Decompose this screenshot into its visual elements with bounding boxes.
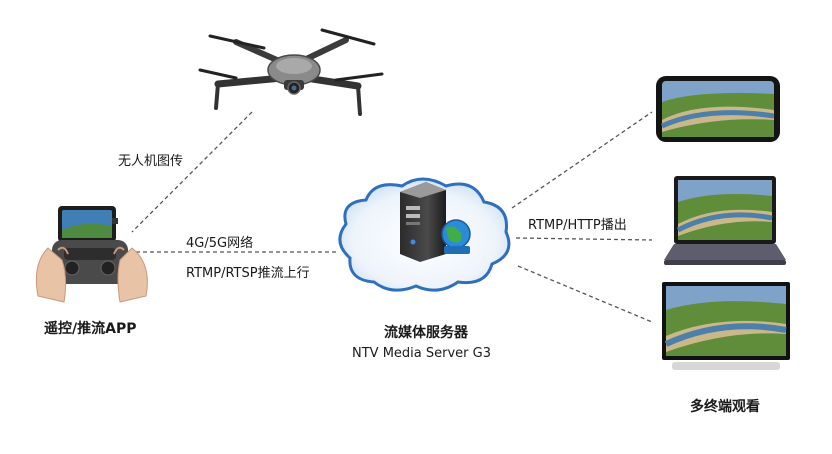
viewers-label: 多终端观看 bbox=[690, 399, 760, 415]
uplink-network-label: 4G/5G网络 bbox=[186, 236, 254, 251]
playout-label: RTMP/HTTP播出 bbox=[528, 218, 627, 233]
controller-image bbox=[35, 206, 148, 303]
drone-link-label: 无人机图传 bbox=[118, 154, 184, 169]
server-to-tv-line bbox=[517, 265, 653, 323]
drone-to-controller-line bbox=[131, 111, 253, 233]
uplink-protocol-label: RTMP/RTSP推流上行 bbox=[186, 266, 310, 281]
server-to-laptop-line bbox=[515, 237, 653, 241]
laptop-image bbox=[664, 176, 786, 265]
tv-image bbox=[662, 282, 790, 370]
server-subtitle: NTV Media Server G3 bbox=[352, 346, 491, 361]
server-to-phone-line bbox=[511, 111, 653, 209]
controller-label: 遥控/推流APP bbox=[44, 321, 137, 337]
media-server-cloud bbox=[338, 177, 511, 292]
drone-image bbox=[198, 28, 384, 116]
server-label: 流媒体服务器 bbox=[384, 325, 468, 341]
phone-image bbox=[656, 76, 780, 142]
